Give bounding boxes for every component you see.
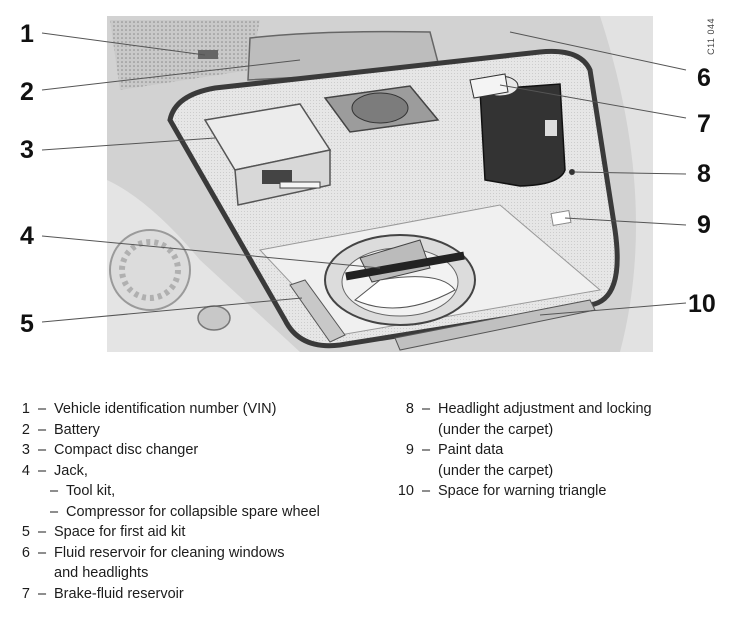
- legend-left: 1–Vehicle identification number (VIN) 2–…: [18, 399, 378, 604]
- callout-5: 5: [20, 310, 34, 338]
- callout-1: 1: [20, 20, 34, 48]
- legend-item-4: 4–Jack,: [21, 462, 88, 479]
- brake-fluid-reservoir: [469, 73, 509, 99]
- legend-item-5: 5–Space for first aid kit: [21, 524, 186, 540]
- callout-7: 7: [697, 110, 711, 138]
- headlight-adjust-point: [569, 169, 575, 175]
- callout-8: 8: [697, 160, 711, 188]
- service-cover: [323, 85, 440, 133]
- callout-9: 9: [697, 211, 711, 239]
- callout-6: 6: [697, 64, 711, 92]
- first-aid-slot: [289, 279, 346, 343]
- legend-item-8: 8–Headlight adjustment and locking (unde…: [405, 401, 652, 438]
- cd-changer: [203, 103, 332, 206]
- callout-10: 10: [688, 290, 716, 318]
- legend-item-9: 9–Paint data (under the carpet): [405, 442, 554, 479]
- legend-item-1: 1–Vehicle identification number (VIN): [21, 401, 277, 417]
- legend-item-6: 6–Fluid reservoir for cleaning windows a…: [21, 544, 285, 582]
- legend-item-2: 2–Battery: [21, 421, 100, 438]
- callout-3: 3: [20, 136, 34, 164]
- cowl-vent: [110, 20, 260, 90]
- right-fender: [600, 16, 653, 352]
- legend-item-3: 3–Compact disc changer: [21, 442, 199, 458]
- legend-item-10: 10–Space for warning triangle: [397, 483, 607, 499]
- legend-item-4-tool-kit: –Tool kit,: [49, 483, 116, 499]
- legend-right: 8–Headlight adjustment and locking (unde…: [392, 399, 732, 502]
- callout-4: 4: [20, 222, 34, 250]
- legend-item-4-compressor: –Compressor for collapsible spare wheel: [49, 503, 320, 520]
- vin-plate: [198, 50, 218, 59]
- figure-code: C11 044: [706, 18, 716, 55]
- paint-data-label: [550, 209, 572, 227]
- fuel-cap: [197, 305, 231, 331]
- callout-2: 2: [20, 78, 34, 106]
- luggage-compartment-illustration: [41, 16, 687, 352]
- spare-wheel-well: [324, 234, 476, 326]
- legend-item-7: 7–Brake-fluid reservoir: [21, 585, 184, 602]
- leader-lines: [41, 31, 687, 323]
